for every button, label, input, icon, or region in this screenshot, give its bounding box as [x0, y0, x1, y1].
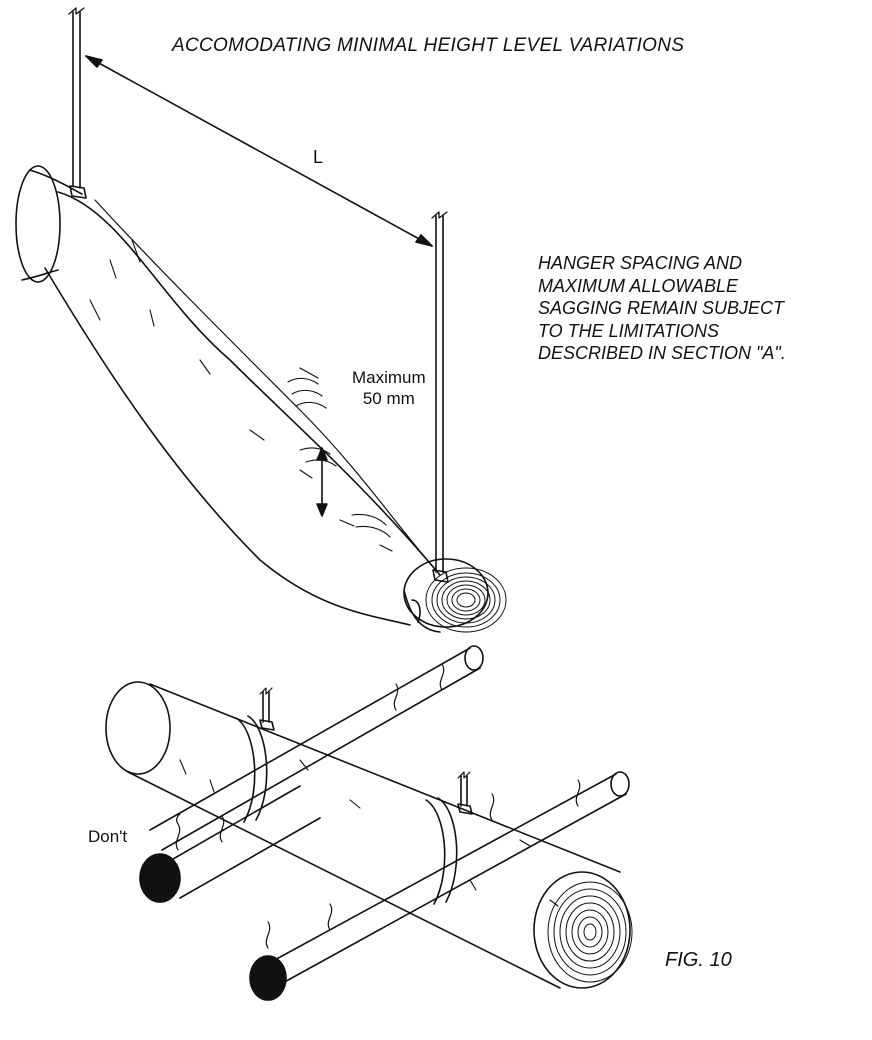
bottom-hanger-1: [259, 687, 275, 731]
sagging-flexible-duct: [15, 165, 489, 633]
sag-label-line: Maximum: [352, 368, 426, 387]
page-heading: ACCOMODATING MINIMAL HEIGHT LEVEL VARIAT…: [172, 35, 685, 56]
bottom-duct-outlet-spiral-rings: [547, 881, 633, 983]
left-hanger-strap: [68, 7, 87, 199]
incorrect-installation-illustration: [105, 645, 633, 1001]
right-hanger-strap: [431, 211, 449, 583]
crossing-pipe-2: [249, 771, 630, 1001]
hanger-spacing-note: HANGER SPACING AND MAXIMUM ALLOWABLE SAG…: [538, 252, 786, 365]
correct-installation-illustration: [15, 7, 507, 633]
note-line: DESCRIBED IN SECTION "A".: [538, 343, 786, 363]
heat-wisps: [175, 663, 581, 949]
bottom-hanger-2: [457, 771, 473, 815]
sag-indicator: [299, 367, 328, 517]
figure-label: FIG. 10: [665, 949, 732, 971]
dimension-label-l: L: [313, 147, 324, 167]
note-line: HANGER SPACING AND: [538, 253, 743, 273]
sag-label-line: 50 mm: [362, 388, 415, 408]
maximum-sag-label: Maximum 50 mm: [352, 368, 426, 409]
note-line: TO THE LIMITATIONS: [538, 320, 720, 341]
crossing-pipe-1: [139, 645, 484, 903]
note-line: MAXIMUM ALLOWABLE: [538, 275, 739, 296]
note-line: SAGGING REMAIN SUBJECT: [538, 298, 785, 318]
dimension-line-l: [85, 55, 433, 247]
duct-outlet-spiral-rings: [425, 567, 507, 633]
dont-label: Don't: [88, 827, 128, 846]
straight-duct-on-pipes: [105, 681, 631, 989]
